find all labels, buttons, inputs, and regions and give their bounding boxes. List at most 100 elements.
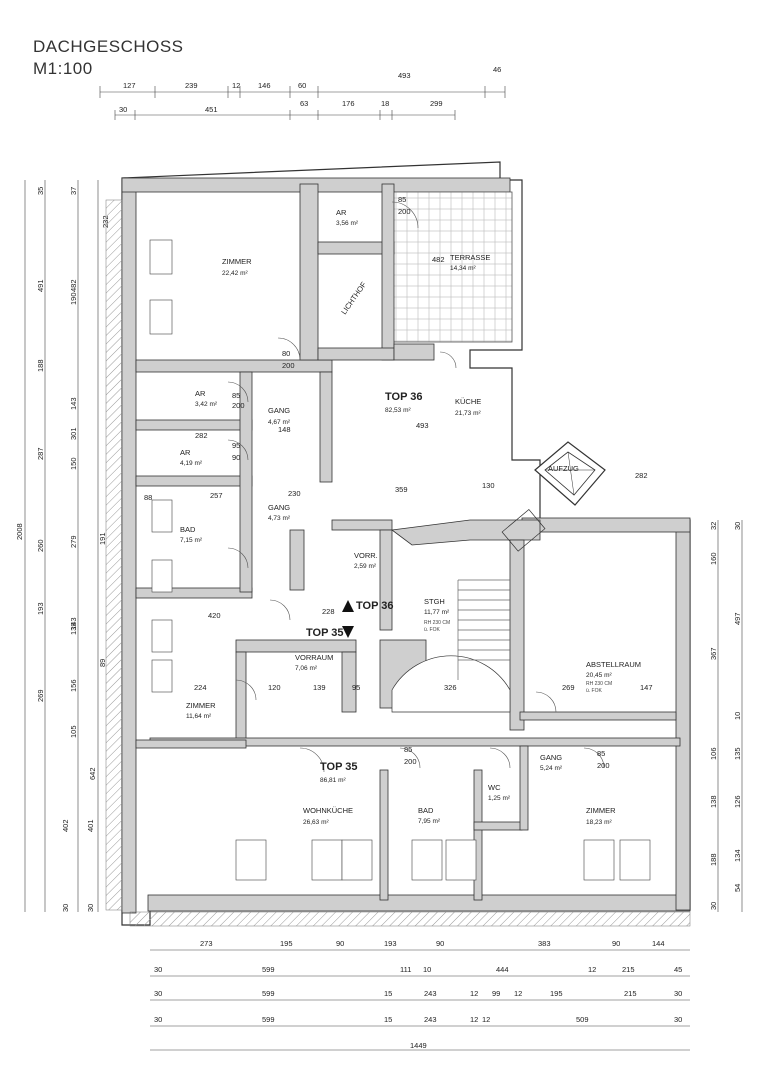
dim-label: 95	[232, 441, 240, 450]
dim-label: 359	[395, 485, 408, 494]
dim-label: 420	[208, 611, 221, 620]
room-note: RH 230 CM	[424, 620, 450, 626]
unit-label-top35: TOP 35	[320, 761, 358, 773]
dim-label: 127	[123, 81, 136, 90]
room-area: 7,95 m²	[418, 818, 441, 825]
dim-label: 200	[282, 361, 295, 370]
dim-label: 139	[69, 622, 78, 635]
dim-label: 88	[144, 493, 152, 502]
dimension-labels-bottom: 273 195 90 193 90 383 90 144 30 599 111 …	[154, 939, 682, 1050]
room-name-kueche: KÜCHE	[455, 397, 481, 406]
room-name-gang: GANG	[540, 753, 562, 762]
dim-label: 30	[154, 989, 162, 998]
dim-label: 85	[398, 195, 406, 204]
room-area: 3,42 m²	[195, 401, 218, 408]
room-name-gang: GANG	[268, 503, 290, 512]
dim-label: 193	[384, 939, 397, 948]
room-area: 4,19 m²	[180, 460, 203, 467]
dim-label: 230	[288, 489, 301, 498]
dim-label: 144	[652, 939, 665, 948]
dim-label: 120	[268, 683, 281, 692]
room-name-abstellraum: ABSTELLRAUM	[586, 660, 641, 669]
dim-label: 401	[86, 819, 95, 832]
room-name-ar: AR	[195, 389, 206, 398]
dimension-lines-top	[99, 86, 506, 120]
dim-label: 139	[313, 683, 326, 692]
dim-label: 18	[381, 99, 389, 108]
room-area: 11,77 m²	[424, 609, 450, 616]
room-name-wc: WC	[488, 783, 501, 792]
room-name-ar: AR	[180, 448, 191, 457]
dim-label: 367	[709, 647, 718, 660]
room-note: RH 230 CM	[586, 681, 612, 687]
dim-label: 224	[194, 683, 207, 692]
arrow-down-icon	[342, 626, 354, 638]
dim-label: 10	[423, 965, 431, 974]
dim-label: 239	[185, 81, 198, 90]
staircase	[391, 508, 546, 713]
room-name-stgh: STGH	[424, 597, 445, 606]
dim-label: 301	[69, 427, 78, 440]
dim-label: 383	[538, 939, 551, 948]
dim-label: 282	[195, 431, 208, 440]
dim-label: 451	[205, 105, 218, 114]
dim-label: 30	[119, 105, 127, 114]
dim-label: 228	[322, 607, 335, 616]
room-name-zimmer: ZIMMER	[186, 701, 216, 710]
dim-label: 138	[709, 795, 718, 808]
dim-label: 493	[416, 421, 429, 430]
room-area: 26,63 m²	[303, 819, 329, 826]
dim-label: 12	[482, 1015, 490, 1024]
dim-label: 193	[36, 602, 45, 615]
dim-label: 106	[709, 747, 718, 760]
room-area: 7,06 m²	[295, 665, 318, 672]
dim-label: 126	[733, 795, 742, 808]
dim-label: 111	[400, 965, 411, 974]
dim-label: 85	[232, 391, 240, 400]
dim-label: 188	[36, 359, 45, 372]
dim-label: 2008	[15, 523, 24, 540]
dimension-labels-left: 35 491 188 287 260 193 269 2008 37 482 1…	[15, 187, 110, 912]
room-area: 18,23 m²	[586, 819, 612, 826]
dim-label: 30	[733, 522, 742, 530]
dim-label: 642	[88, 767, 97, 780]
room-name-aufzug: AUFZUG	[548, 464, 579, 473]
dim-label: 200	[404, 757, 417, 766]
room-name-vorraum: VORRAUM	[295, 653, 333, 662]
dim-label: 493	[398, 71, 411, 80]
dim-label: 80	[282, 349, 290, 358]
marker-top36: TOP 36	[356, 600, 394, 612]
dim-label: 85	[597, 749, 605, 758]
dim-label: 30	[154, 965, 162, 974]
elevator-shaft	[534, 441, 606, 506]
dim-label: 148	[278, 425, 291, 434]
dim-label: 482	[432, 255, 445, 264]
dim-label: 90	[436, 939, 444, 948]
dim-label: 160	[709, 552, 718, 565]
dim-label: 37	[69, 187, 78, 195]
interior-walls	[135, 183, 681, 901]
dim-label: 15	[384, 1015, 392, 1024]
room-name-zimmer: ZIMMER	[586, 806, 616, 815]
dim-label: 200	[232, 401, 245, 410]
dim-label: 10	[733, 712, 742, 720]
room-area: 21,73 m²	[455, 410, 481, 417]
dim-label: 260	[36, 539, 45, 552]
unit-area: 82,53 m²	[385, 407, 411, 414]
dim-label: 402	[61, 819, 70, 832]
dim-label: 12	[514, 989, 522, 998]
scale-label: M1:100	[33, 59, 93, 78]
dim-label: 12	[470, 1015, 478, 1024]
dim-label: 134	[733, 849, 742, 862]
room-name-gang: GANG	[268, 406, 290, 415]
dim-label: 90	[336, 939, 344, 948]
dim-label: 195	[550, 989, 563, 998]
dim-label: 269	[562, 683, 575, 692]
roof-windows	[149, 239, 651, 881]
dim-label: 269	[36, 689, 45, 702]
dim-label: 215	[624, 989, 637, 998]
dim-label: 243	[424, 989, 437, 998]
dim-label: 150	[69, 457, 78, 470]
dim-label: 46	[493, 65, 501, 74]
dim-label: 176	[342, 99, 355, 108]
